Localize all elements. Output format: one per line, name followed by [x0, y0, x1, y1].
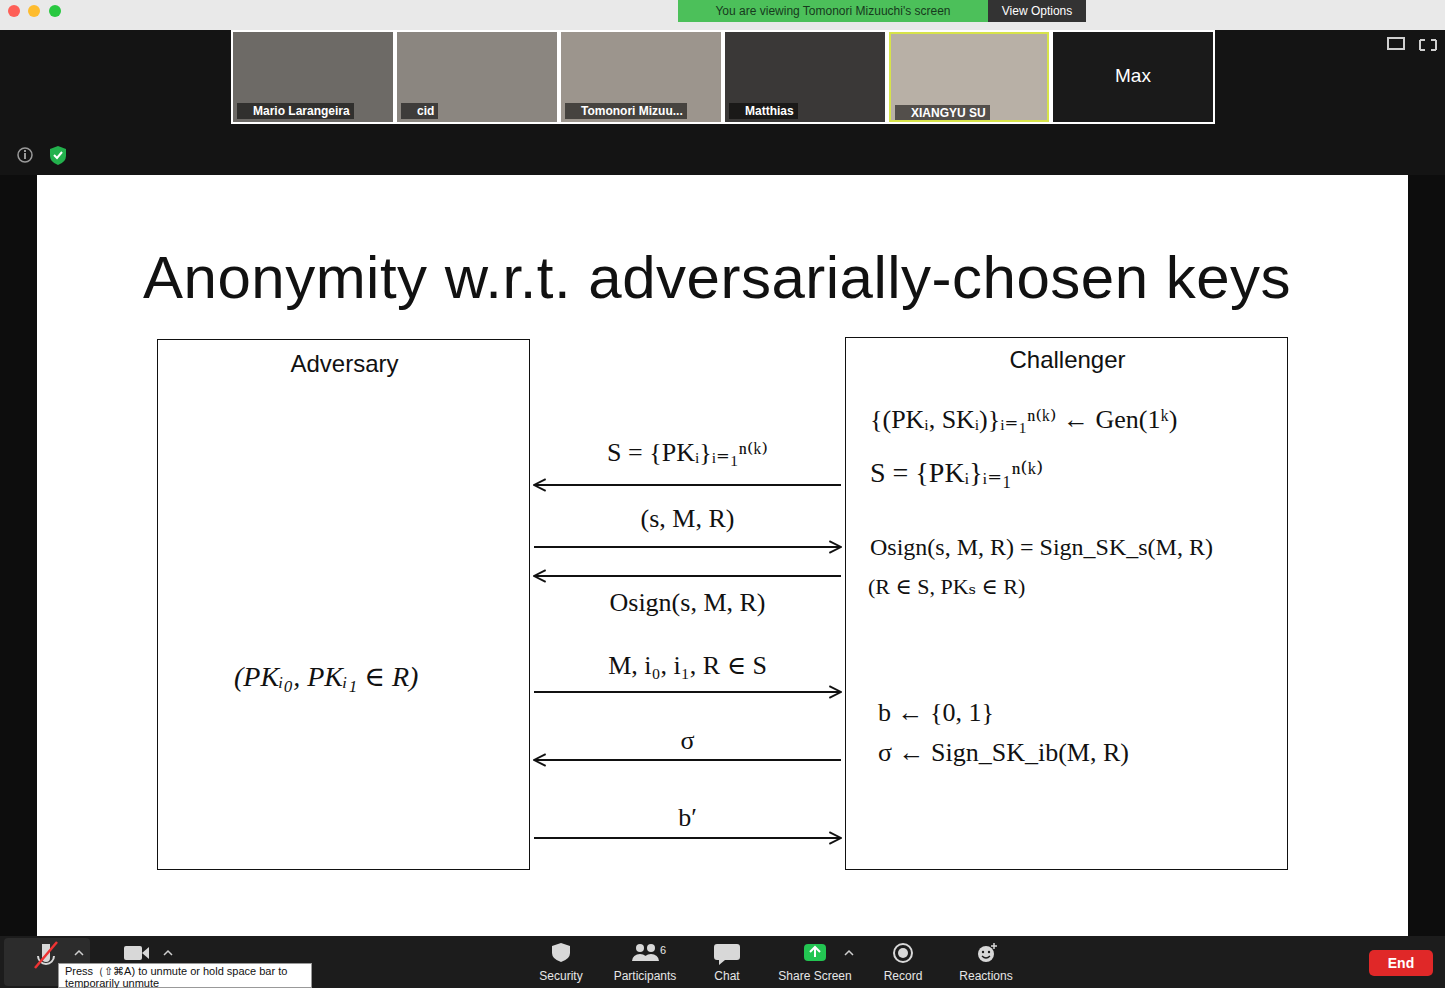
participant-tile: Matthias [725, 32, 885, 122]
adversary-box: Adversary (PKᵢ₀, PKᵢ₁ ∈ R) [157, 339, 530, 870]
button-label: View Options [1002, 4, 1072, 18]
banner-text: You are viewing Tomonori Mizuuchi's scre… [715, 4, 950, 18]
participant-tile: Max [1053, 32, 1213, 122]
participant-tile: cid [397, 32, 557, 122]
message-label: (s, M, R) [638, 504, 738, 534]
box-heading: Challenger [1009, 346, 1125, 374]
message-arrow [534, 837, 841, 839]
box-heading: Adversary [290, 350, 398, 378]
participant-name: Max [1115, 65, 1151, 87]
participant-name: XIANGYU SU [895, 105, 990, 121]
math-expression: S = {PKᵢ}ᵢ₌₁ⁿ⁽ᵏ⁾ [870, 456, 1043, 489]
toolbar-label: Record [884, 969, 923, 983]
screen-share-banner: You are viewing Tomonori Mizuuchi's scre… [678, 0, 988, 22]
message-arrow [534, 484, 841, 486]
math-expression: b ← {0, 1} [878, 698, 994, 728]
message-arrow [534, 546, 841, 548]
tooltip-text: Press（⇧⌘A) to unmute or hold space bar t… [65, 965, 305, 988]
participant-count: 6 [660, 944, 666, 956]
message-label: b′ [675, 803, 700, 833]
message-label: M, i₀, i₁, R ∈ S [605, 650, 770, 681]
end-button: End [1369, 950, 1433, 976]
message-label: S = {PKᵢ}ᵢ₌₁ⁿ⁽ᵏ⁾ [604, 437, 771, 468]
math-expression: Osign(s, M, R) = Sign_SK_s(M, R) [870, 534, 1213, 561]
math-expression: (R ∈ S, PKₛ ∈ R) [868, 574, 1025, 600]
toolbar-label: Participants [614, 969, 677, 983]
toolbar-label: Security [539, 969, 582, 983]
challenger-box: Challenger {(PKᵢ, SKᵢ)}ᵢ₌₁ⁿ⁽ᵏ⁾ ← Gen(1ᵏ) S… [845, 337, 1288, 870]
math-expression: σ ← Sign_SK_ib(M, R) [878, 738, 1129, 768]
participant-tile: Mario Larangeira [233, 32, 393, 122]
view-options-button: View Options [988, 0, 1086, 22]
message-arrow [534, 575, 841, 577]
toolbar-label: Reactions [959, 969, 1012, 983]
button-label: End [1388, 955, 1414, 971]
participant-name: Tomonori Mizuu... [565, 103, 687, 119]
toolbar-label: Chat [714, 969, 739, 983]
participant-name: Matthias [729, 103, 798, 119]
message-arrow [534, 691, 841, 693]
participant-tile: XIANGYU SU [889, 32, 1049, 122]
participant-name: Mario Larangeira [237, 103, 354, 119]
math-expression: (PKᵢ₀, PKᵢ₁ ∈ R) [234, 660, 418, 693]
message-arrow [534, 759, 841, 761]
slide-title: Anonymity w.r.t. adversarially-chosen ke… [143, 243, 1291, 312]
message-label: Osign(s, M, R) [606, 588, 768, 618]
participant-name: cid [401, 103, 438, 119]
tooltip: Press（⇧⌘A) to unmute or hold space bar t… [58, 963, 312, 988]
toolbar-label: Share Screen [778, 969, 851, 983]
participant-tile: Tomonori Mizuu... [561, 32, 721, 122]
math-expression: {(PKᵢ, SKᵢ)}ᵢ₌₁ⁿ⁽ᵏ⁾ ← Gen(1ᵏ) [870, 404, 1177, 435]
message-label: σ [677, 726, 697, 756]
